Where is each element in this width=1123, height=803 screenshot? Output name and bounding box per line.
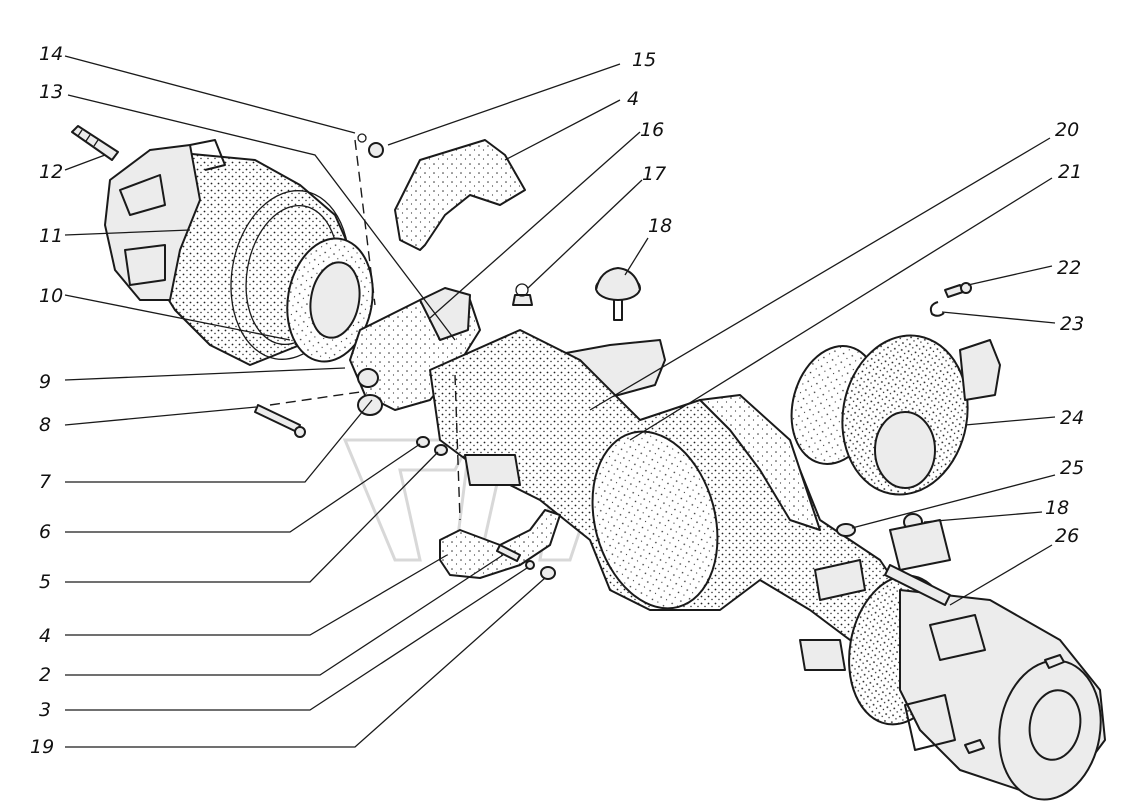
stud-part-12	[71, 125, 119, 161]
cap-part-18	[595, 267, 641, 321]
label-17: 17	[642, 163, 666, 185]
label-21: 21	[1058, 161, 1082, 183]
label-25: 25	[1060, 457, 1084, 479]
fitting-part-17	[512, 283, 533, 306]
bolt-part-8	[254, 404, 306, 438]
label-16: 16	[640, 119, 664, 141]
label-10: 10	[39, 285, 63, 307]
label-22: 22	[1057, 257, 1081, 279]
part-labels: 14 15 13 4 12 16 20 17 21 11 18 22 10 23…	[30, 43, 1084, 758]
differential-part-24	[790, 334, 1001, 496]
bolt-part-22	[944, 282, 972, 298]
fitting-part-18-right	[889, 513, 951, 571]
nut-part-19	[540, 566, 556, 580]
label-24: 24	[1060, 407, 1084, 429]
label-15: 15	[632, 49, 656, 71]
label-5: 5	[39, 571, 51, 593]
washer-part-3	[525, 560, 535, 570]
label-20: 20	[1055, 119, 1079, 141]
plug-part-25	[836, 523, 856, 537]
right-hub-part-26	[848, 564, 1106, 801]
label-26: 26	[1055, 525, 1079, 547]
bolt-part-15	[357, 133, 384, 158]
label-12: 12	[39, 161, 63, 183]
label-18-right: 18	[1045, 497, 1069, 519]
gear-ring-part-10	[286, 237, 374, 363]
label-6: 6	[39, 521, 51, 543]
leader-lines	[64, 55, 1056, 748]
label-3: 3	[39, 699, 51, 721]
bolt-part-2	[496, 544, 521, 562]
label-19: 19	[30, 736, 54, 758]
label-11: 11	[39, 225, 63, 247]
axle-housing	[429, 329, 901, 671]
label-4-top: 4	[627, 88, 639, 110]
label-23: 23	[1060, 313, 1084, 335]
brake-shield-bottom-part-4	[439, 509, 561, 579]
label-13: 13	[39, 81, 63, 103]
label-2: 2	[39, 664, 51, 686]
brake-shield-top-part-4	[394, 139, 526, 251]
label-14: 14	[39, 43, 63, 65]
label-7: 7	[39, 471, 51, 493]
assembly-lines	[269, 139, 461, 521]
label-18-top: 18	[648, 215, 672, 237]
label-9: 9	[39, 371, 51, 393]
label-4-bottom: 4	[39, 625, 51, 647]
washer-part-23	[929, 301, 945, 317]
label-8: 8	[39, 414, 51, 436]
